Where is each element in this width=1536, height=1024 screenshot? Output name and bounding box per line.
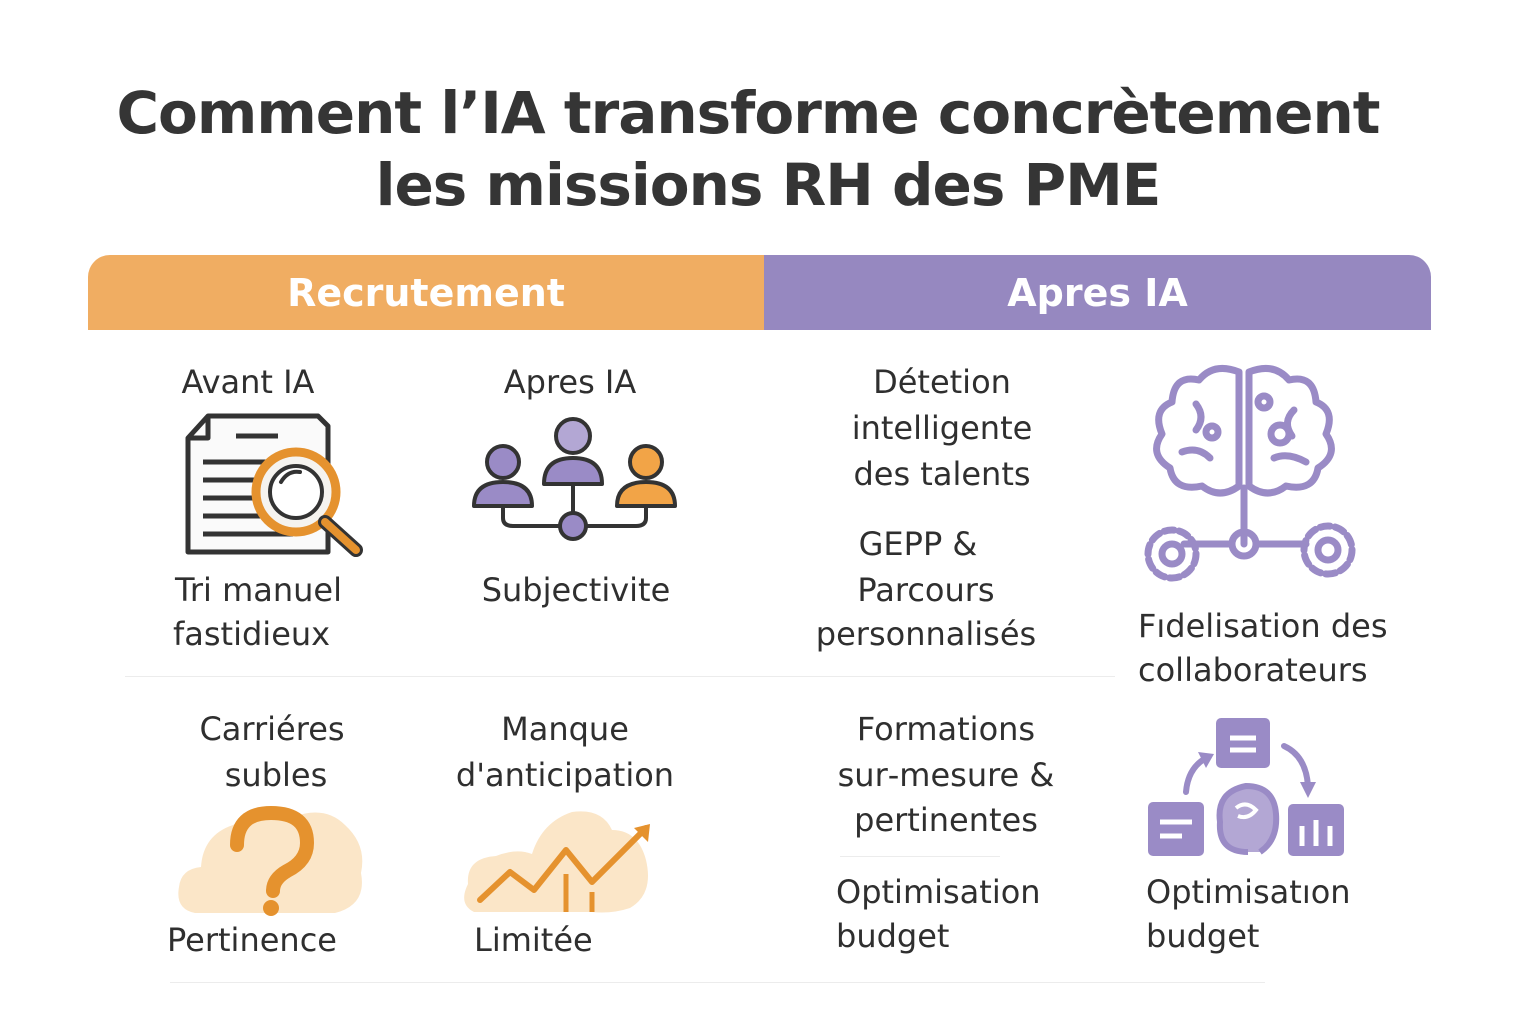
text-optim1-line1: Optimisation — [836, 873, 1041, 911]
text-detection-line3: des talents — [853, 455, 1031, 493]
brain-gears-icon — [1144, 364, 1356, 582]
text-fidelisation-line2: collaborateurs — [1138, 651, 1368, 689]
document-search-icon — [185, 413, 363, 557]
text-carrieres-line1: Carriéres — [199, 710, 345, 748]
header-recrutement: Recrutement — [88, 255, 764, 330]
text-optim2-line1: Optimisatıon — [1146, 873, 1351, 911]
text-subjectivite: Subjectivite — [481, 571, 671, 609]
text-limitee: Limitée — [474, 921, 593, 959]
text-gepp-line3: personnalisés — [815, 615, 1037, 653]
budget-cycle-icon — [1148, 718, 1344, 856]
header-apres-ia-label: Apres IA — [1007, 270, 1188, 315]
text-formations-line3: pertinentes — [854, 801, 1038, 839]
bottom-divider — [170, 982, 1265, 983]
text-gepp-line2: Parcours — [857, 571, 995, 609]
text-formations-line1: Formations — [856, 710, 1036, 748]
text-optim2-line2: budget — [1146, 917, 1260, 955]
text-tri-manuel-line2: fastidieux — [173, 615, 331, 653]
text-carrieres-line2: subles — [224, 756, 328, 794]
text-manque-line1: Manque — [501, 710, 629, 748]
text-manque-line2: d'anticipation — [455, 756, 675, 794]
text-optim1-line2: budget — [836, 917, 950, 955]
people-network-icon — [472, 417, 677, 541]
text-gepp-line1: GEPP & — [858, 525, 978, 563]
header-apres-ia: Apres IA — [764, 255, 1431, 330]
text-pertinence: Pertinence — [167, 921, 337, 959]
row-divider — [125, 676, 1115, 677]
header-recrutement-label: Recrutement — [287, 270, 565, 315]
text-detection-line1: Détetion — [873, 363, 1011, 401]
text-detection-line2: intelligente — [851, 409, 1033, 447]
text-tri-manuel-line1: Tri manuel — [175, 571, 342, 609]
page-title-line1: Comment l’IA transforme concrètement — [116, 79, 1380, 147]
page-title-line2: les missions RH des PME — [375, 151, 1162, 219]
formations-divider — [840, 856, 1000, 857]
text-formations-line2: sur‑mesure & — [837, 756, 1055, 794]
label-apres-ia: Apres IA — [503, 363, 637, 401]
text-fidelisation-line1: Fıdelisation des — [1138, 607, 1388, 645]
label-avant-ia: Avant IA — [181, 363, 315, 401]
growth-chart-icon — [464, 811, 650, 913]
question-mark-icon — [178, 805, 363, 916]
